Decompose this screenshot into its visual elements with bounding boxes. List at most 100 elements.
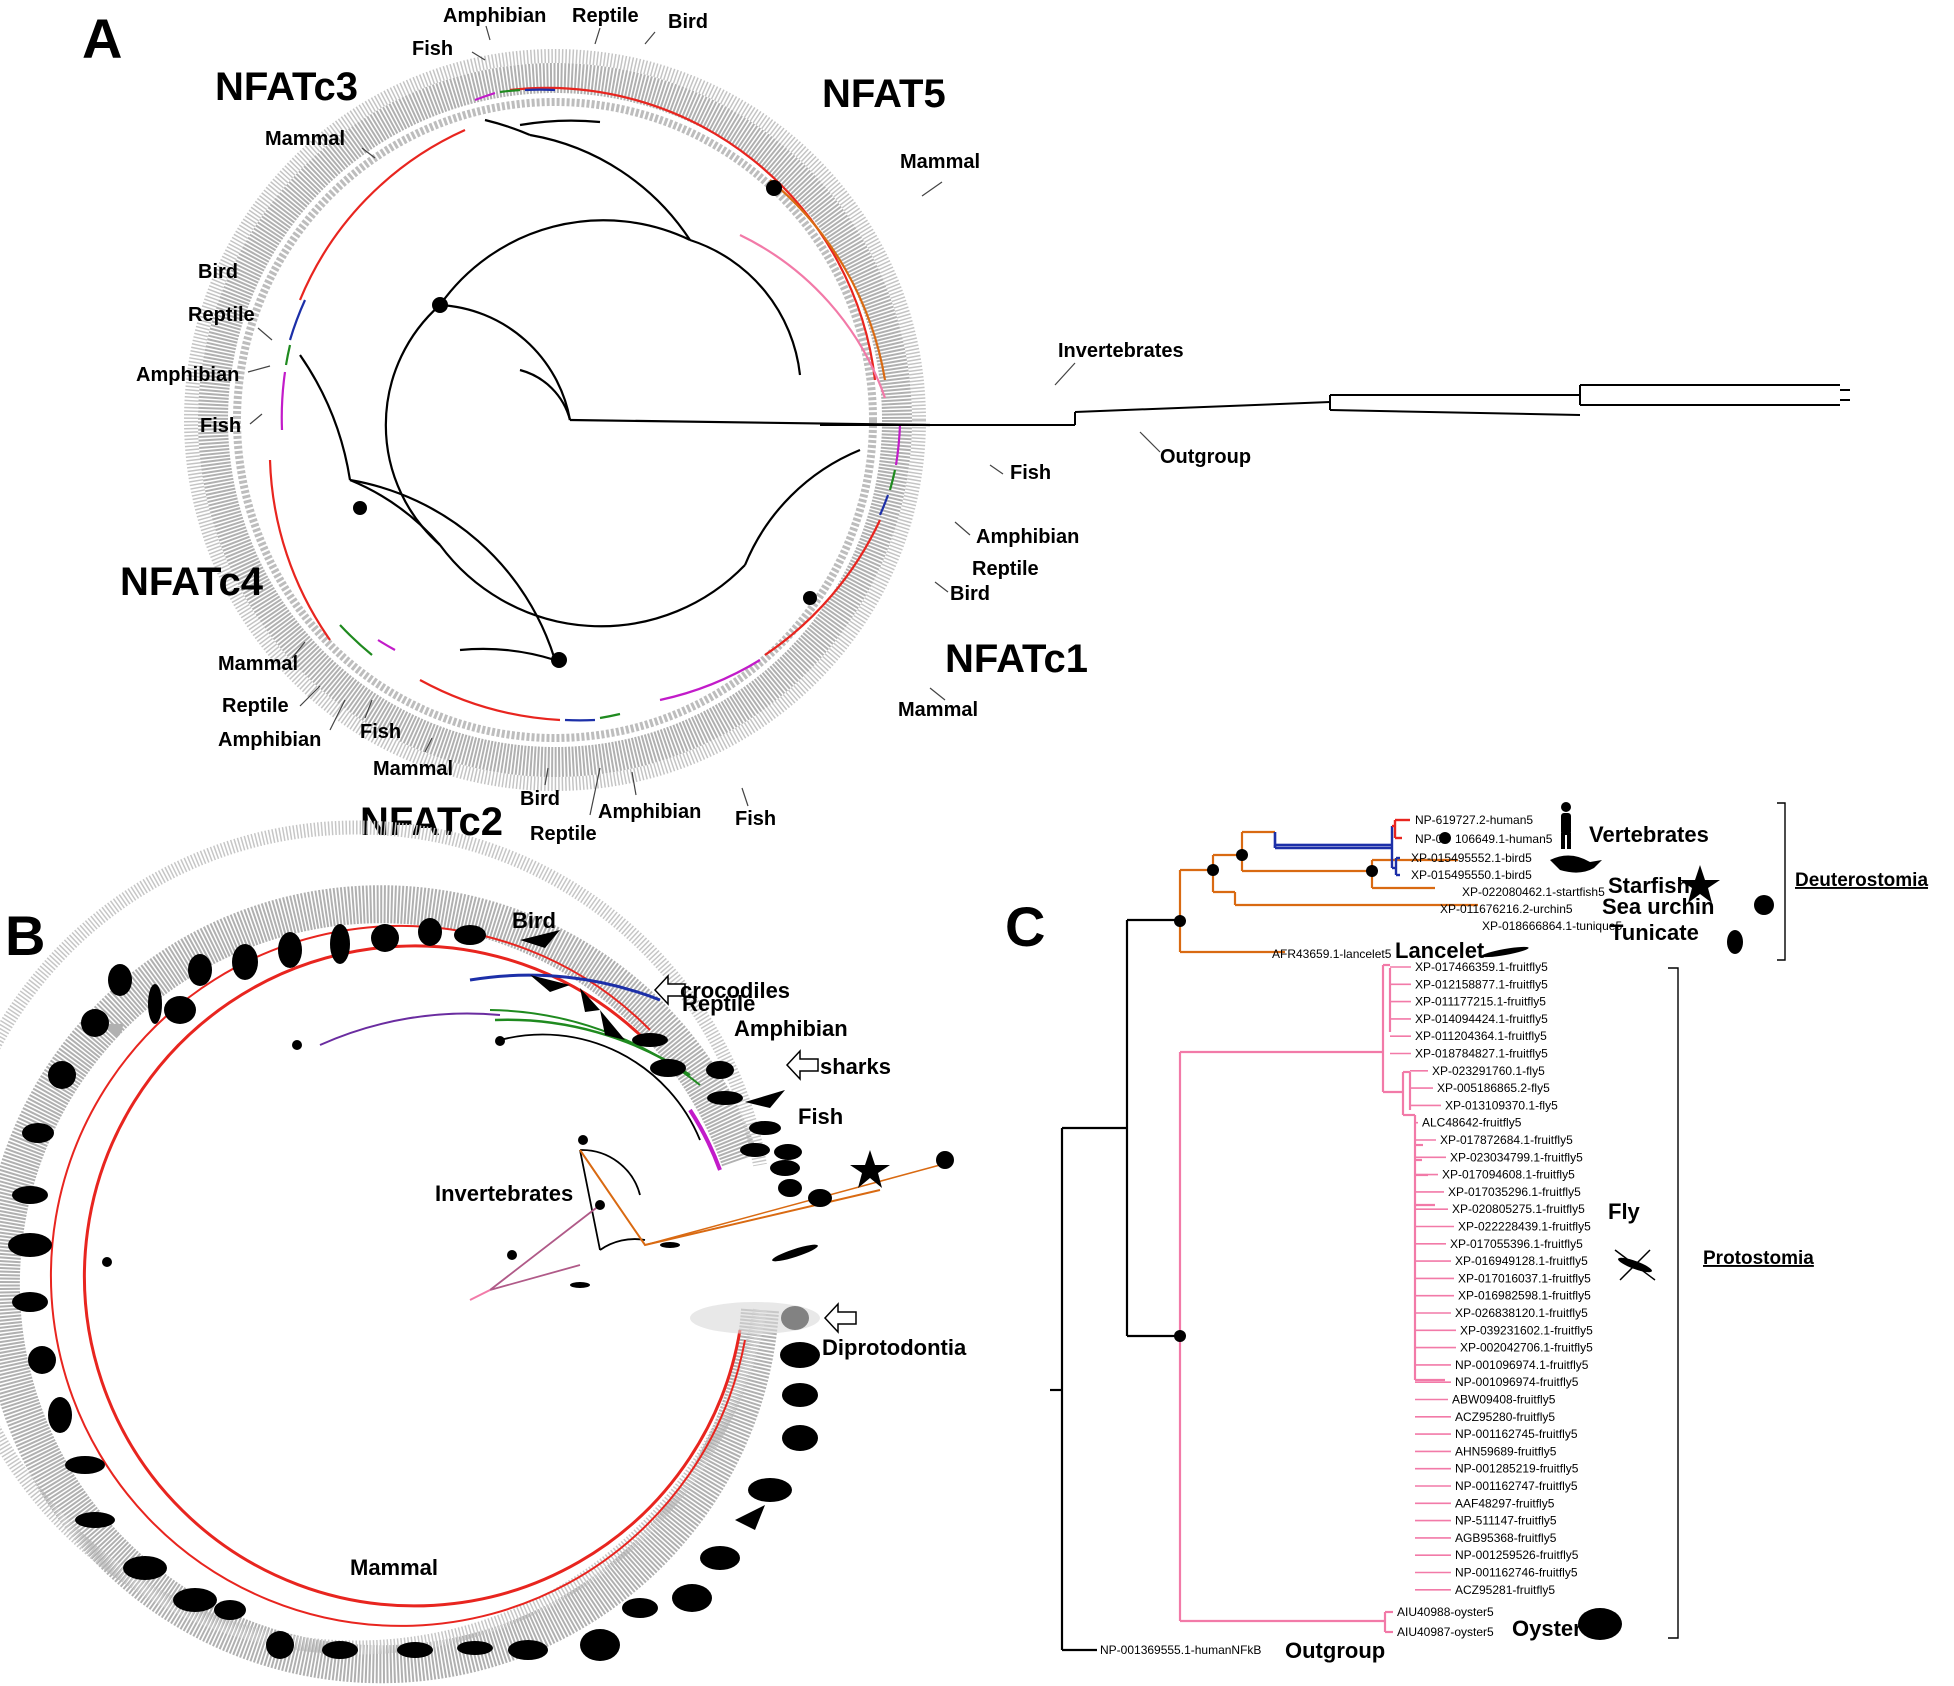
label-right-bird: Bird <box>950 583 990 605</box>
tip-label: XP-018784827.1-fruitfly5 <box>1415 1047 1548 1061</box>
label-top-reptile: Reptile <box>572 5 639 27</box>
starfish-icon <box>1680 865 1720 903</box>
panel-a-clade-labels: Amphibian Reptile Bird Fish Mammal Mamma… <box>136 5 1251 845</box>
tip-label: XP-016982598.1-fruitfly5 <box>1458 1289 1591 1303</box>
animal-silhouette-icon <box>322 1641 358 1659</box>
tip-label: XP-011177215.1-fruitfly5 <box>1415 995 1546 1009</box>
label-top-amphibian: Amphibian <box>443 5 546 27</box>
animal-silhouette-icon <box>188 954 212 986</box>
animal-silhouette-icon <box>580 1629 620 1661</box>
animal-silhouette-icon <box>75 1512 115 1528</box>
animal-silhouette-icon <box>706 1061 734 1079</box>
label-b-sharks: sharks <box>820 1054 891 1079</box>
fish-icon <box>749 1121 781 1135</box>
tip-label: XP-016949128.1-fruitfly5 <box>1455 1254 1588 1268</box>
tip-label: XP-022080462.1-startfish5 <box>1462 885 1605 899</box>
fish-icon <box>774 1144 802 1160</box>
tip-label: NP-001162746-fruitfly5 <box>1455 1566 1578 1580</box>
diprotodontia-arrow-icon <box>823 1302 857 1334</box>
animal-silhouette-icon <box>81 1009 109 1037</box>
animal-silhouette-icon <box>48 1061 76 1089</box>
label-b-reptile-visible-text: Reptile <box>682 991 755 1016</box>
animal-silhouette-icon <box>735 1505 765 1530</box>
label-top-bird: Bird <box>668 11 708 33</box>
panel-c-brackets <box>1668 802 1786 1639</box>
label-c-fly: Fly <box>1608 1199 1641 1224</box>
tip-label: NP-001096974-fruitfly5 <box>1455 1375 1579 1389</box>
panel-b: B <box>0 820 967 1684</box>
animal-silhouette-icon <box>278 932 302 968</box>
tip-label: NP-619727.2-human5 <box>1415 813 1533 827</box>
animal-silhouette-icon <box>672 1584 712 1612</box>
label-right-reptile: Reptile <box>972 558 1039 580</box>
animal-silhouette-icon <box>8 1233 52 1257</box>
animal-silhouette-icon <box>418 918 442 946</box>
label-b-diprotodontia: Diprotodontia <box>822 1335 967 1360</box>
label-nfatc2-mammal: Mammal <box>373 758 453 780</box>
animal-silhouette-icon <box>371 924 399 952</box>
tip-label: XP-023034799.1-fruitfly5 <box>1450 1150 1583 1164</box>
label-nfatc4-fish: Fish <box>360 721 401 743</box>
label-nfatc4-amphibian: Amphibian <box>218 729 321 751</box>
panel-b-animal-silhouettes <box>8 918 954 1661</box>
panel-b-arrows <box>653 974 857 1334</box>
label-left-amphibian: Amphibian <box>136 364 239 386</box>
panel-c-vertebrate-tree <box>1273 832 1392 848</box>
animal-silhouette-icon <box>22 1123 54 1143</box>
tip-label: NP-001162747-fruitfly5 <box>1455 1479 1578 1493</box>
panel-a-support-nodes <box>353 180 817 668</box>
animal-silhouette-icon <box>700 1546 740 1570</box>
tip-label: NP-001369555.1-humanNFkB <box>1100 1643 1261 1657</box>
animal-silhouette-icon <box>12 1186 48 1204</box>
bird-silhouette-icon <box>520 930 560 948</box>
panel-a-tip-ring <box>184 49 926 791</box>
tip-label: XP-023291760.1-fly5 <box>1432 1064 1545 1078</box>
tip-label: XP-017466359.1-fruitfly5 <box>1415 960 1548 974</box>
label-nfatc2-fish: Fish <box>735 808 776 830</box>
label-b-mammal: Mammal <box>350 1555 438 1580</box>
panel-c-fly-tips: XP-017466359.1-fruitfly5XP-012158877.1-f… <box>1415 960 1593 1597</box>
label-left-reptile: Reptile <box>188 304 255 326</box>
family-nfat5: NFAT5 <box>822 72 946 116</box>
tip-label: XP-017094608.1-fruitfly5 <box>1442 1168 1575 1182</box>
tip-label: ABW09408-fruitfly5 <box>1452 1393 1556 1407</box>
panel-b-invertebrate-branches <box>469 1149 941 1301</box>
starfish-icon <box>850 1150 890 1188</box>
tip-label: XP-018666864.1-tunique5 <box>1482 919 1622 933</box>
tip-label: XP-026838120.1-fruitfly5 <box>1455 1306 1588 1320</box>
family-nfatc3: NFATc3 <box>215 65 358 109</box>
animal-silhouette-icon <box>454 925 486 945</box>
label-outgroup: Outgroup <box>1160 446 1251 468</box>
lancelet-icon <box>1481 946 1529 958</box>
tip-label: XP-013109370.1-fly5 <box>1445 1098 1558 1112</box>
label-nfatc4-mammal: Mammal <box>218 653 298 675</box>
panel-b-clade-arcs <box>49 924 746 1627</box>
fish-icon <box>770 1160 800 1176</box>
animal-silhouette-icon <box>707 1091 743 1105</box>
label-c-sea-urchin: Sea urchin <box>1602 894 1714 919</box>
tip-label: AFR43659.1-lancelet5 <box>1272 947 1392 961</box>
tip-label: XP-039231602.1-fruitfly5 <box>1460 1323 1593 1337</box>
label-c-tunicate: Tunicate <box>1610 920 1699 945</box>
animal-silhouette-icon <box>457 1641 493 1655</box>
tip-label: XP-017035296.1-fruitfly5 <box>1448 1185 1581 1199</box>
animal-silhouette-icon <box>108 964 132 996</box>
sea-urchin-icon <box>936 1151 954 1169</box>
panel-c-deut-tips: NP-619727.2-human5 NP-0 106649.1-human5 … <box>1272 813 1622 961</box>
animal-silhouette-icon <box>650 1059 686 1077</box>
label-b-bird: Bird <box>512 908 556 933</box>
label-nfatc1-mammal: Mammal <box>898 699 978 721</box>
tip-label: NP-001259526-fruitfly5 <box>1455 1548 1579 1562</box>
tip-label: NP-511147-fruitfly5 <box>1455 1514 1557 1528</box>
panel-a: A <box>82 5 1850 845</box>
tip-label: XP-011204364.1-fruitfly5 <box>1415 1029 1547 1043</box>
animal-silhouette-icon <box>123 1556 167 1580</box>
animal-silhouette-icon <box>632 1033 668 1047</box>
label-nfat5-mammal: Mammal <box>900 151 980 173</box>
tip-label: AAF48297-fruitfly5 <box>1455 1496 1555 1510</box>
tip-label: XP-012158877.1-fruitfly5 <box>1415 977 1548 991</box>
label-c-outgroup: Outgroup <box>1285 1638 1385 1663</box>
label-nfatc4-reptile: Reptile <box>222 695 289 717</box>
label-c-oyster: Oyster <box>1512 1616 1582 1641</box>
label-b-crocodiles: crocodiles <box>680 978 790 1003</box>
